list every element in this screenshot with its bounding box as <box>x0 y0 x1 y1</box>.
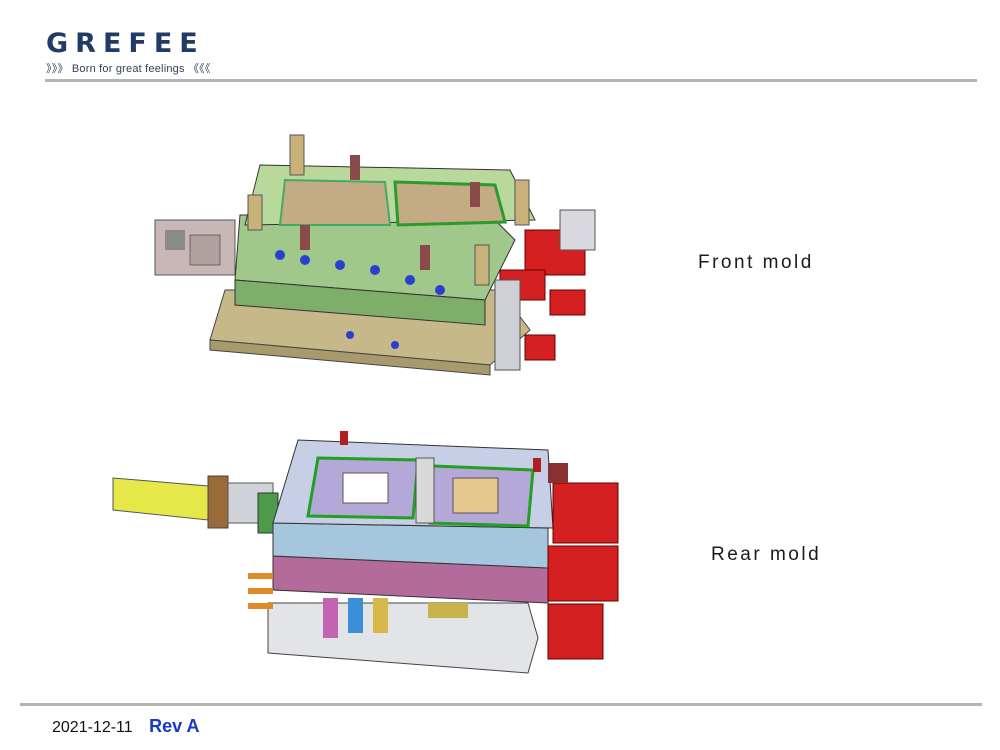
logo-tagline: 》》》 Born for great feelings 《《《 <box>46 63 211 75</box>
rear-mold-image <box>112 431 619 674</box>
logo-wordmark: GREFEE <box>46 28 205 59</box>
header-divider <box>45 79 977 82</box>
footer: 2021-12-11 Rev A <box>52 716 199 737</box>
revision-label: Rev A <box>149 716 200 736</box>
front-mold-image <box>154 134 596 376</box>
rear-mold-label: Rear mold <box>711 544 822 565</box>
footer-divider <box>20 703 982 706</box>
front-mold-label: Front mold <box>698 252 814 273</box>
document-date: 2021-12-11 <box>52 719 133 736</box>
company-logo: GREFEE 》》》 Born for great feelings 《《《 <box>46 30 211 76</box>
